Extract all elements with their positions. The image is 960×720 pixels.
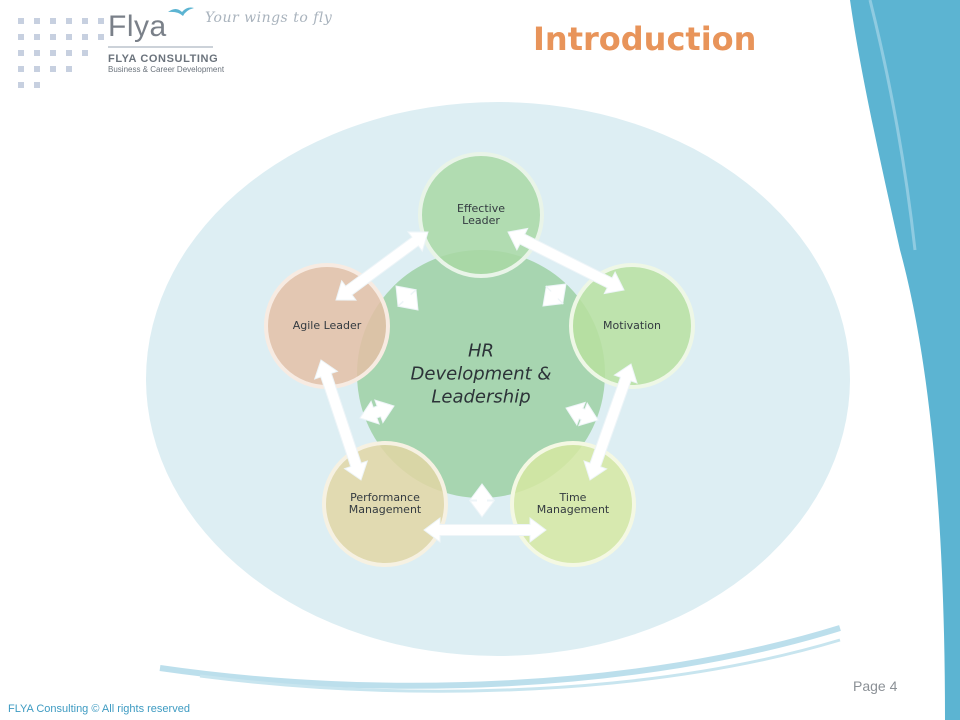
hub-arrow (359, 399, 395, 425)
logo-tagline: Your wings to fly (205, 10, 333, 26)
node-label-line: Management (536, 503, 610, 516)
center-label-line: Leadership (431, 386, 531, 408)
logo-dot (98, 34, 104, 40)
node-label-line: Effective (457, 202, 505, 215)
logo-dot (50, 66, 56, 72)
node-label-line: Agile Leader (292, 319, 362, 332)
logo-name: Flya (108, 10, 167, 43)
copyright-notice: FLYA Consulting © All rights reserved (8, 703, 190, 715)
logo-dot (18, 18, 24, 24)
logo-dot (34, 66, 40, 72)
logo-dot (98, 18, 104, 24)
logo-dot (18, 50, 24, 56)
node-circle (569, 263, 695, 389)
connector-arrow (335, 231, 429, 301)
bottom-swoosh-thin (199, 638, 841, 693)
connector-arrow (313, 359, 369, 481)
logo-dot (66, 18, 72, 24)
logo-dot (50, 34, 56, 40)
corner-swoosh-highlight (868, 0, 917, 251)
node-label-time-management: Time Management (537, 492, 609, 516)
node-label-line: Performance (350, 491, 420, 504)
node-label-line: Management (348, 503, 422, 516)
node-circle (510, 441, 636, 567)
logo-dot (50, 50, 56, 56)
center-label-line: HR (467, 340, 495, 362)
center-label: HR Development & Leadership (381, 340, 581, 409)
hub-arrow (542, 283, 567, 307)
logo-dot (18, 66, 24, 72)
logo-dot (34, 50, 40, 56)
node-label-line: Time (559, 491, 587, 504)
connector-arrow (583, 363, 638, 481)
center-circle (357, 250, 605, 498)
connector-arrow (507, 227, 625, 295)
logo-dot (34, 18, 40, 24)
bottom-swoosh (159, 625, 841, 689)
node-label-effective-leader: Effective Leader (457, 203, 505, 227)
hub-arrow (565, 401, 599, 427)
corner-swoosh (850, 0, 960, 720)
logo-dot (82, 50, 88, 56)
logo-dot (34, 34, 40, 40)
logo-dot (18, 34, 24, 40)
logo-dot (82, 18, 88, 24)
logo-dot (66, 50, 72, 56)
logo-dot (66, 34, 72, 40)
logo-dot-grid (18, 18, 104, 88)
node-label-line: Leader (462, 214, 500, 227)
node-circle (418, 152, 544, 278)
node-label-agile-leader: Agile Leader (293, 320, 362, 332)
logo-dot (82, 34, 88, 40)
node-label-line: Motivation (603, 319, 661, 332)
logo-subtitle: Business & Career Development (108, 65, 225, 74)
page-title: Introduction (533, 20, 757, 58)
node-label-motivation: Motivation (603, 320, 661, 332)
node-label-performance-management: Performance Management (349, 492, 421, 516)
hub-arrow (469, 483, 495, 518)
center-label-line: Development & (410, 363, 552, 385)
logo-company: FLYA CONSULTING (108, 53, 219, 65)
logo-dot (18, 82, 24, 88)
logo-dot (50, 18, 56, 24)
logo-dot (34, 82, 40, 88)
hub-arrow (395, 285, 419, 311)
connector-arrow (423, 517, 547, 543)
page-number: Page 4 (853, 678, 898, 694)
bird-icon (168, 7, 194, 16)
logo-dot (66, 66, 72, 72)
